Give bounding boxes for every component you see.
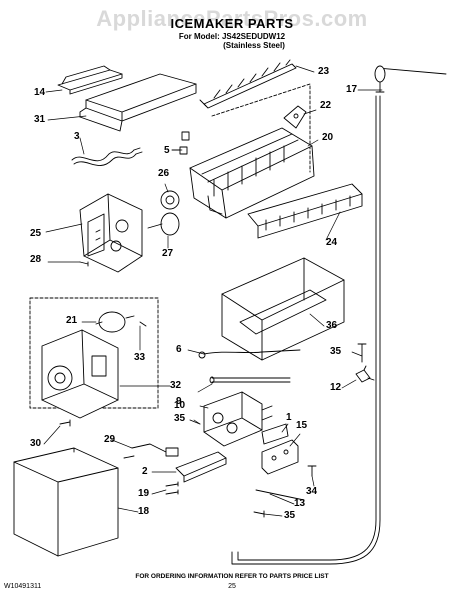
part-10-water-valve — [203, 391, 273, 447]
callout-26: 26 — [158, 168, 170, 179]
callout-35-right: 35 — [330, 346, 342, 357]
callout-13: 13 — [294, 498, 306, 509]
part-2-bracket — [175, 451, 227, 483]
mold-assembly-outline — [211, 83, 311, 173]
callout-17: 17 — [346, 84, 358, 95]
callout-35-bottom: 35 — [284, 510, 296, 521]
callout-33: 33 — [134, 352, 146, 363]
diagram-title: ICEMAKER PARTS — [170, 16, 294, 31]
callout-30: 30 — [30, 438, 42, 449]
part-12-fitting — [355, 365, 375, 383]
watermark: AppliancePartsPros.com — [96, 6, 368, 31]
part-35-screw-middle — [189, 419, 201, 425]
ordering-note: FOR ORDERING INFORMATION REFER TO PARTS … — [135, 573, 329, 580]
callout-27: 27 — [162, 248, 174, 259]
callout-19: 19 — [138, 488, 150, 499]
callout-1: 1 — [286, 412, 292, 423]
part-28-screw — [79, 261, 89, 267]
callout-31: 31 — [34, 114, 46, 125]
leader-lines — [43, 65, 383, 517]
part-3-wire-harness — [71, 147, 143, 166]
callout-5: 5 — [164, 145, 170, 156]
part-6-wire — [198, 349, 301, 359]
callout-10: 10 — [174, 400, 186, 411]
part-18-cover-box — [13, 447, 119, 557]
part-5-clip — [171, 131, 190, 155]
callout-35-middle: 35 — [174, 413, 186, 424]
callout-18: 18 — [138, 506, 150, 517]
part-32-control-assembly — [41, 329, 119, 419]
part-24-rack — [247, 183, 363, 239]
part-20-ice-mold — [189, 127, 315, 219]
page-number: 25 — [228, 583, 236, 590]
callout-21: 21 — [66, 315, 78, 326]
callout-28: 28 — [30, 254, 42, 265]
part-29-connector — [123, 443, 179, 459]
part-23-ejector — [199, 59, 297, 109]
callout-32: 32 — [170, 380, 182, 391]
part-27-switch — [147, 212, 180, 236]
part-25-control-housing — [79, 193, 143, 273]
part-21-module — [95, 311, 135, 333]
part-14-bracket — [57, 65, 123, 95]
part-34-screw — [307, 465, 317, 477]
callout-3: 3 — [74, 131, 80, 142]
callout-20: 20 — [322, 132, 334, 143]
callout-34: 34 — [306, 486, 318, 497]
callout-12: 12 — [330, 382, 342, 393]
callout-9: 9 — [176, 396, 182, 407]
callout-36: 36 — [326, 320, 338, 331]
part-31-cover — [79, 73, 197, 132]
callout-29: 29 — [104, 434, 116, 445]
model-line: For Model: JS42SEDUDW12 — [178, 32, 286, 41]
water-line — [231, 95, 381, 565]
part-9-tube — [209, 376, 291, 384]
callout-24: 24 — [326, 237, 338, 248]
part-17-fill-tube — [374, 65, 447, 93]
part-19-screws — [165, 481, 179, 495]
callout-25: 25 — [30, 228, 42, 239]
callout-14: 14 — [34, 87, 46, 98]
part-35-screw-bottom — [253, 510, 265, 518]
callout-23: 23 — [318, 66, 330, 77]
callout-6: 6 — [176, 344, 182, 355]
part-13-tube — [255, 489, 305, 501]
part-30-screw — [59, 419, 71, 427]
part-15-terminal-block — [261, 439, 299, 475]
callout-15: 15 — [296, 420, 308, 431]
control-assembly-outline — [29, 297, 159, 409]
part-22-bracket — [283, 105, 307, 129]
document-number: W10491311 — [4, 583, 42, 590]
part-33-screw — [139, 321, 147, 327]
callout-2: 2 — [142, 466, 148, 477]
callout-22: 22 — [320, 100, 332, 111]
part-36-shroud — [221, 257, 345, 361]
part-35-screw-right — [357, 343, 367, 363]
part-26-motor — [160, 190, 180, 210]
part-1-bracket — [261, 423, 289, 445]
finish-line: (Stainless Steel) — [223, 41, 285, 50]
